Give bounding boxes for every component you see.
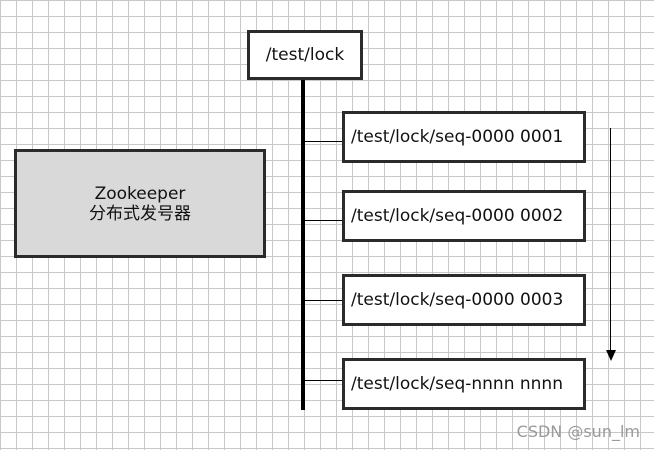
branch-line-1 bbox=[303, 141, 342, 142]
branch-line-3 bbox=[303, 300, 342, 301]
branch-line-2 bbox=[303, 220, 342, 221]
seq-node-label: /test/lock/seq-nnnn nnnn bbox=[351, 374, 563, 394]
branch-line-4 bbox=[303, 380, 342, 381]
seq-node-label: /test/lock/seq-0000 0002 bbox=[351, 206, 564, 226]
tree-spine-line bbox=[301, 80, 305, 410]
sequence-arrow-down-icon bbox=[606, 350, 616, 361]
watermark: CSDN @sun_lm bbox=[516, 422, 640, 441]
seq-node-2: /test/lock/seq-0000 0002 bbox=[342, 190, 586, 242]
zookeeper-subtitle: 分布式发号器 bbox=[89, 203, 191, 224]
seq-node-label: /test/lock/seq-0000 0001 bbox=[351, 127, 564, 147]
root-node: /test/lock bbox=[247, 30, 363, 80]
root-node-label: /test/lock bbox=[265, 45, 345, 65]
zookeeper-box: Zookeeper 分布式发号器 bbox=[14, 149, 266, 258]
zookeeper-title: Zookeeper bbox=[94, 183, 186, 204]
seq-node-4: /test/lock/seq-nnnn nnnn bbox=[342, 358, 586, 410]
seq-node-label: /test/lock/seq-0000 0003 bbox=[351, 290, 564, 310]
sequence-arrow-line bbox=[610, 128, 611, 352]
seq-node-3: /test/lock/seq-0000 0003 bbox=[342, 274, 586, 326]
seq-node-1: /test/lock/seq-0000 0001 bbox=[342, 111, 586, 163]
